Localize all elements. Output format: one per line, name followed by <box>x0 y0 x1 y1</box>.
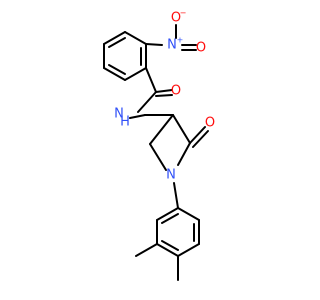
bond <box>108 64 126 75</box>
atom-nitrogen: N <box>167 38 177 53</box>
atom-nitrogen: N <box>166 168 176 183</box>
molecule-canvas: O − N + O O N H N O <box>103 8 216 281</box>
bond <box>177 142 191 166</box>
bond <box>103 67 126 81</box>
charge-label: + <box>177 36 184 45</box>
atom-labels: O − N + O O N H N O <box>114 9 215 183</box>
bond <box>108 37 126 48</box>
bond <box>156 243 179 257</box>
bond <box>189 126 206 144</box>
benzamide-ring <box>103 31 147 81</box>
bond <box>155 94 173 97</box>
bond <box>161 213 179 224</box>
atom-oxygen: O <box>171 11 181 26</box>
bond <box>149 143 167 171</box>
bond <box>155 89 173 93</box>
bond <box>161 240 179 251</box>
charge-label: − <box>180 9 187 18</box>
atom-oxygen: O <box>171 84 181 99</box>
bond <box>177 243 200 257</box>
bond <box>124 31 147 45</box>
bond <box>124 67 147 81</box>
bond <box>177 207 200 221</box>
molecule-structure: O − N + O O N H N O <box>103 9 215 281</box>
atom-nh-h: H <box>120 115 130 130</box>
atom-oxygen: O <box>205 116 215 131</box>
bond <box>135 243 158 257</box>
pyrrolidinone-ring <box>149 114 209 171</box>
bond <box>137 91 157 113</box>
bond <box>145 67 157 93</box>
atom-oxygen: O <box>196 41 206 56</box>
bond <box>103 31 126 45</box>
bond <box>173 182 179 209</box>
dimethylphenyl-ring <box>156 207 200 257</box>
bond <box>129 114 146 119</box>
bond <box>156 207 179 221</box>
atom-nh-n: N <box>114 107 124 122</box>
bond <box>145 43 163 46</box>
bond <box>172 114 191 144</box>
bond <box>149 114 174 145</box>
bond <box>192 130 209 148</box>
